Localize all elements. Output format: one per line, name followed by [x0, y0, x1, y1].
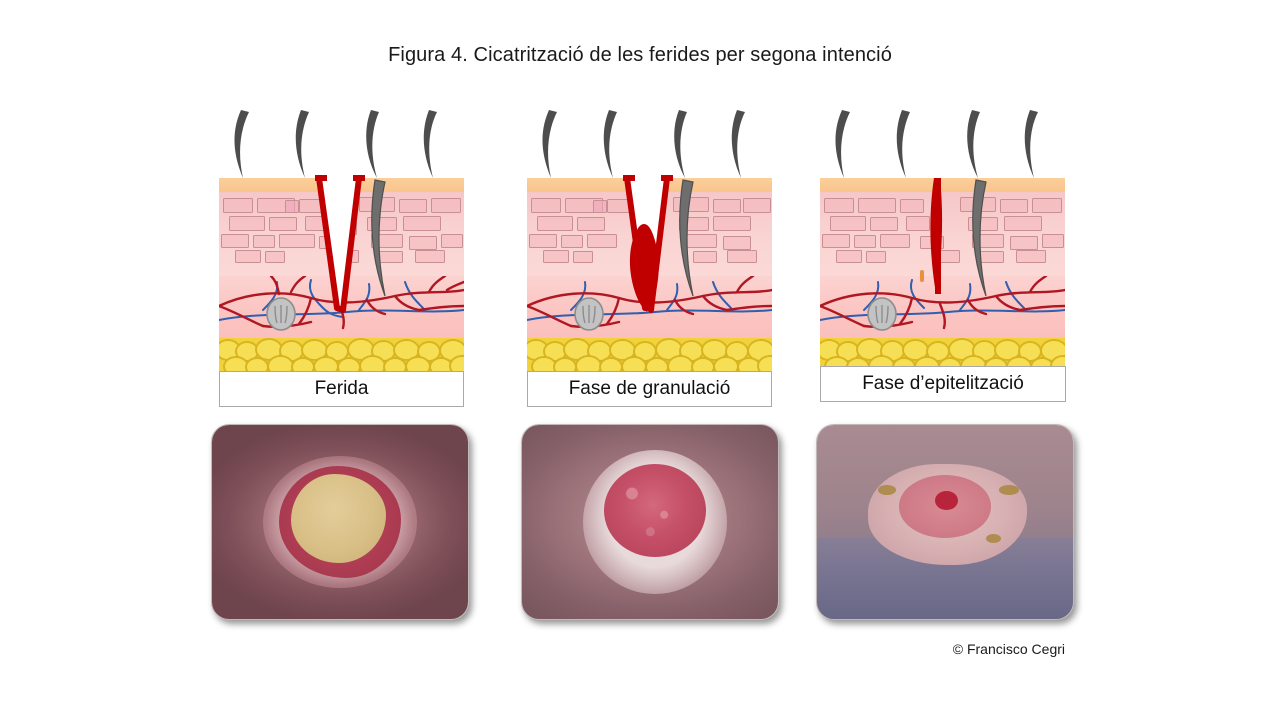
- hair-icon: [835, 110, 1038, 178]
- photo-granulation-texture: [609, 467, 702, 554]
- hair-follicle-icon: [867, 297, 897, 331]
- skin-cross-section-granulation: [527, 108, 772, 392]
- wound-photo-epitelitzacio: [816, 424, 1074, 620]
- wound-scar-icon: [920, 178, 987, 297]
- panel-ferida: [219, 108, 464, 392]
- wound-open-icon: [315, 175, 386, 313]
- panel-epitelitzacio: [820, 108, 1065, 392]
- photo-red-spot: [934, 490, 958, 511]
- hair-group: [219, 108, 464, 180]
- photo-crust-fleck: [878, 485, 897, 495]
- copyright-credit: © Francisco Cegri: [952, 641, 1065, 657]
- photo-slough-area: [291, 473, 387, 563]
- wound-granulation-icon: [623, 175, 694, 313]
- hair-icon: [234, 110, 437, 178]
- blood-vessel-network: [527, 276, 772, 328]
- dermis-lower-layer: [820, 276, 1065, 338]
- caption-label: Fase d’epitelització: [862, 373, 1024, 394]
- wound-photo-granulacio: [521, 424, 779, 620]
- page-title: Figura 4. Cicatrització de les ferides p…: [388, 44, 892, 66]
- caption-label: Ferida: [314, 378, 369, 399]
- blood-vessel-network: [820, 276, 1065, 330]
- subcutaneous-fat-layer: [527, 338, 772, 374]
- wound-photo-ferida: [211, 424, 469, 620]
- hair-icon: [542, 110, 745, 178]
- subcutaneous-fat-layer: [219, 338, 464, 374]
- caption-label: Fase de granulació: [568, 378, 731, 399]
- skin-cross-section-epithelialization: [820, 108, 1065, 392]
- epidermis-layer: [820, 178, 1065, 192]
- caption-epitelitzacio: Fase d’epitelització: [820, 366, 1066, 402]
- hair-group: [527, 108, 772, 180]
- skin-cross-section-wound: [219, 108, 464, 392]
- photo-crust-fleck: [985, 533, 1002, 544]
- hair-follicle-icon: [574, 297, 604, 331]
- caption-granulacio: Fase de granulació: [527, 371, 772, 407]
- hair-follicle-icon: [266, 297, 296, 331]
- panel-granulacio: [527, 108, 772, 392]
- photo-crust-fleck: [998, 485, 1020, 495]
- hair-group: [820, 108, 1065, 180]
- caption-ferida: Ferida: [219, 371, 464, 407]
